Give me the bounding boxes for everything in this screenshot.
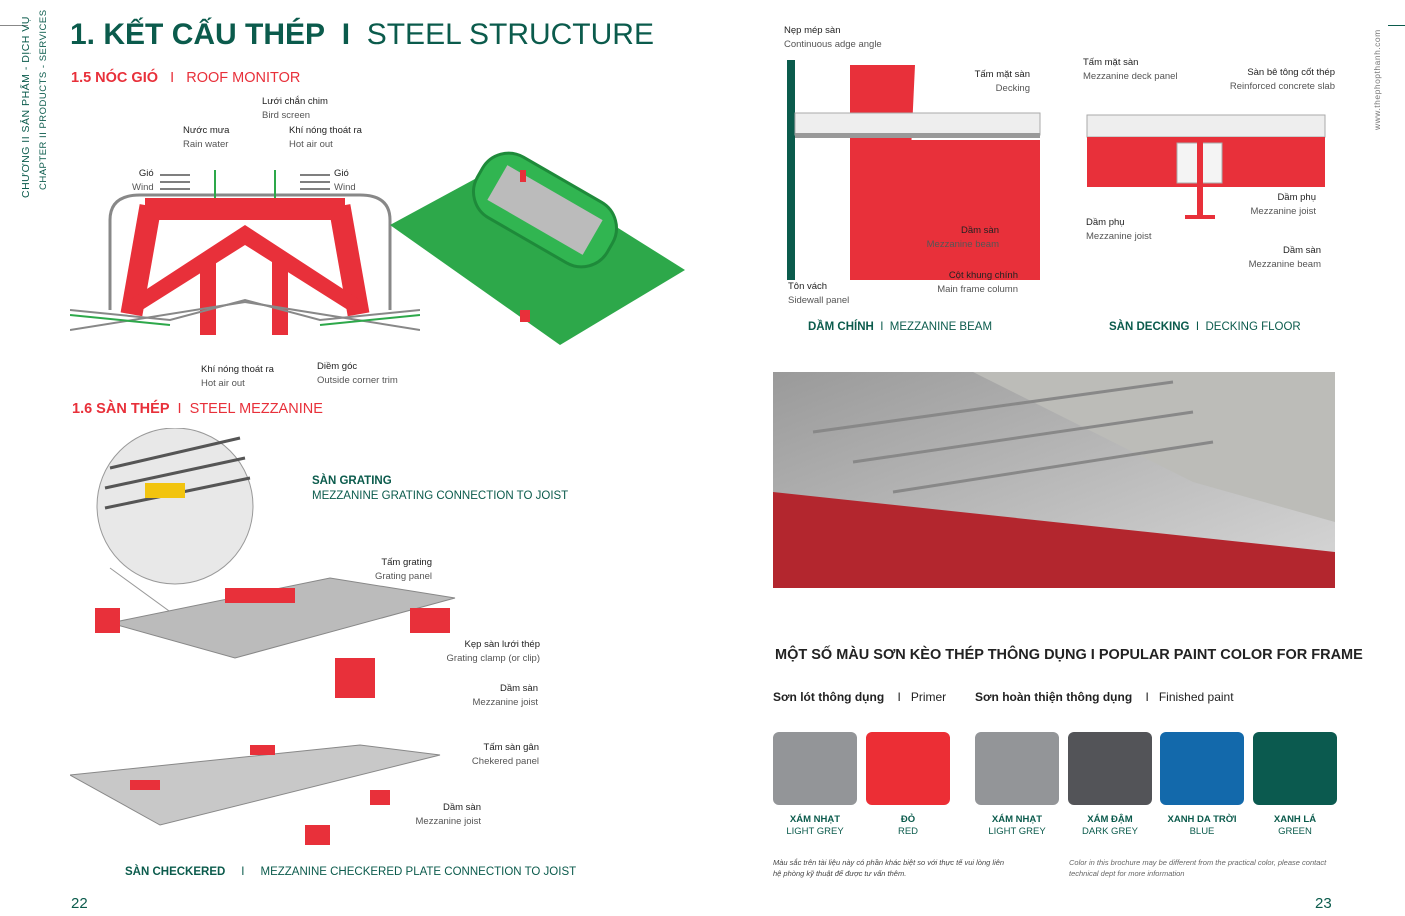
grating-diagram: [95, 428, 456, 698]
title-sep: I: [341, 18, 351, 51]
paint-title: MỘT SỐ MÀU SƠN KÈO THÉP THÔNG DỤNG I POP…: [775, 647, 1363, 663]
page-rule: [0, 25, 28, 26]
page-rule-right: [1388, 25, 1405, 26]
swatch-label-vi: ĐỎ: [900, 814, 916, 825]
swatch-label-en: LIGHT GREY: [786, 826, 844, 837]
swatch-label-en: BLUE: [1189, 826, 1215, 837]
finish-heading: Sơn hoàn thiện thông dụng I Finished pai…: [975, 690, 1234, 704]
side-text-vi: CHƯƠNG II SẢN PHẨM - DỊCH VỤ: [20, 16, 32, 198]
title-vi: 1. KẾT CẤU THÉP: [70, 18, 326, 51]
side-text-en: CHAPTER II PRODUCTS - SERVICES: [38, 9, 49, 190]
checkered-diagram: [70, 744, 441, 845]
swatch-label-vi: XANH LÁ: [1273, 814, 1317, 825]
mezzanine-heading: 1.6 SÀN THÉP I STEEL MEZZANINE: [72, 401, 323, 417]
roof-monitor-3d-image: [390, 151, 685, 345]
swatch-label-en: LIGHT GREY: [988, 826, 1046, 837]
color-swatch: [1068, 732, 1152, 805]
roof-monitor-diagram: [70, 170, 420, 335]
swatch-label-vi: XÁM NHẠT: [991, 814, 1043, 825]
color-swatch: [1253, 732, 1337, 805]
decking-caption: SÀN DECKING I DECKING FLOOR: [1109, 321, 1301, 333]
decking-photo: [773, 372, 1335, 588]
page-number-left: 22: [71, 895, 88, 912]
primer-heading: Sơn lót thông dụng I Primer: [773, 690, 947, 704]
swatch-label-vi: XÁM ĐẬM: [1087, 814, 1133, 825]
color-swatch: [975, 732, 1059, 805]
note-vi: Màu sắc trên tài liệu này có phần khác b…: [773, 858, 1005, 878]
decking-floor-diagram: [1086, 114, 1326, 219]
page-number-right: 23: [1315, 895, 1332, 912]
color-swatch: [773, 732, 857, 805]
swatch-label-en: GREEN: [1278, 826, 1312, 837]
checkered-caption: SÀN CHECKERED I MEZZANINE CHECKERED PLAT…: [125, 866, 577, 878]
color-swatch: [1160, 732, 1244, 805]
title-en: STEEL STRUCTURE: [366, 18, 654, 51]
swatch-label-en: DARK GREY: [1082, 826, 1138, 837]
swatch-label-en: RED: [897, 826, 919, 837]
color-swatch: [866, 732, 950, 805]
swatch-label-vi: XÁM NHẠT: [789, 814, 841, 825]
beam-caption: DẦM CHÍNH I MEZZANINE BEAM: [808, 321, 993, 333]
note-en: Color in this brochure may be different …: [1069, 858, 1327, 878]
mezzanine-beam-diagram: [787, 60, 1041, 280]
roof-monitor-heading: 1.5 NÓC GIÓ I ROOF MONITOR: [71, 70, 301, 86]
page-title: 1. KẾT CẤU THÉP I STEEL STRUCTURE: [70, 18, 654, 52]
website: www.thephopthanh.com: [1372, 29, 1382, 130]
swatch-label-vi: XANH DA TRỜI: [1167, 814, 1237, 825]
